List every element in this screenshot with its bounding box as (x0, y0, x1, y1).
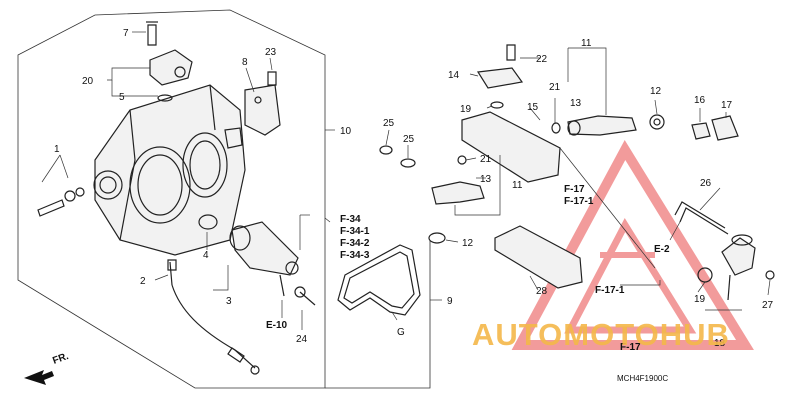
throttle-body (93, 84, 246, 256)
callout-28: 28 (536, 286, 548, 297)
callout-11b: 11 (512, 180, 523, 191)
callout-g: G (397, 327, 405, 338)
callout-19b: 19 (694, 294, 706, 305)
callout-21a: 21 (549, 82, 561, 93)
callout-25b: 25 (403, 134, 415, 145)
watermark-logo (511, 139, 754, 350)
ref-f34: F-34 (340, 214, 361, 225)
reference-codes: E-10 F-34 F-34-1 F-34-2 F-34-3 F-17 F-17… (266, 184, 670, 353)
callout-18: 18 (714, 338, 726, 349)
fuel-rail-upper (461, 44, 665, 183)
callout-12a: 12 (650, 86, 662, 97)
valve-assembly (198, 214, 316, 306)
callout-4: 4 (203, 250, 209, 261)
gasket (337, 244, 421, 316)
callout-25a: 25 (383, 118, 395, 129)
callout-13b: 13 (480, 174, 492, 185)
ref-f34-3: F-34-3 (340, 250, 370, 261)
callout-24: 24 (296, 334, 308, 345)
bracket (244, 71, 281, 136)
callout-10: 10 (340, 126, 352, 137)
callout-22: 22 (536, 54, 548, 65)
callout-8: 8 (242, 57, 248, 68)
callout-21b: 21 (480, 154, 492, 165)
ref-f34-2: F-34-2 (340, 238, 370, 249)
callout-11a: 11 (581, 38, 592, 49)
callout-17: 17 (721, 100, 733, 111)
catalog-code: MCH4F1900C (617, 374, 668, 383)
callout-23: 23 (265, 47, 277, 58)
fuel-rail-lower (428, 155, 713, 289)
throttle-cable (167, 259, 260, 375)
pressure-regulator (674, 115, 775, 301)
callout-27: 27 (762, 300, 774, 311)
washers (379, 145, 416, 168)
ref-f17-1-top: F-17-1 (564, 196, 594, 207)
throttle-sensor (146, 21, 193, 102)
ref-e10: E-10 (266, 320, 288, 331)
callout-13a: 13 (570, 98, 582, 109)
callout-labels: 7 20 5 8 23 10 1 2 4 3 24 9 G 25 25 22 1… (54, 28, 774, 349)
ref-e2: E-2 (654, 244, 670, 255)
front-marker: FR. (24, 351, 70, 385)
ref-f17-bottom: F-17 (620, 342, 641, 353)
leader-lines (41, 31, 771, 330)
callout-7: 7 (123, 28, 129, 39)
group-boundary (17, 9, 442, 389)
callout-2: 2 (140, 276, 146, 287)
callout-26: 26 (700, 178, 712, 189)
callout-15: 15 (527, 102, 539, 113)
watermark-brand: AUTOMOTOHUB (472, 317, 730, 352)
callout-1: 1 (54, 144, 60, 155)
ref-f17-1-mid: F-17-1 (595, 285, 625, 296)
callout-19a: 19 (460, 104, 472, 115)
callout-16: 16 (694, 95, 706, 106)
callout-9: 9 (447, 296, 453, 307)
callout-14: 14 (448, 70, 460, 81)
callout-20: 20 (82, 76, 94, 87)
ref-f17-top: F-17 (564, 184, 585, 195)
idle-screw (37, 187, 85, 217)
callout-5: 5 (119, 92, 125, 103)
callout-12b: 12 (462, 238, 474, 249)
front-marker-label: FR. (51, 351, 70, 367)
ref-f34-1: F-34-1 (340, 226, 370, 237)
callout-3: 3 (226, 296, 232, 307)
